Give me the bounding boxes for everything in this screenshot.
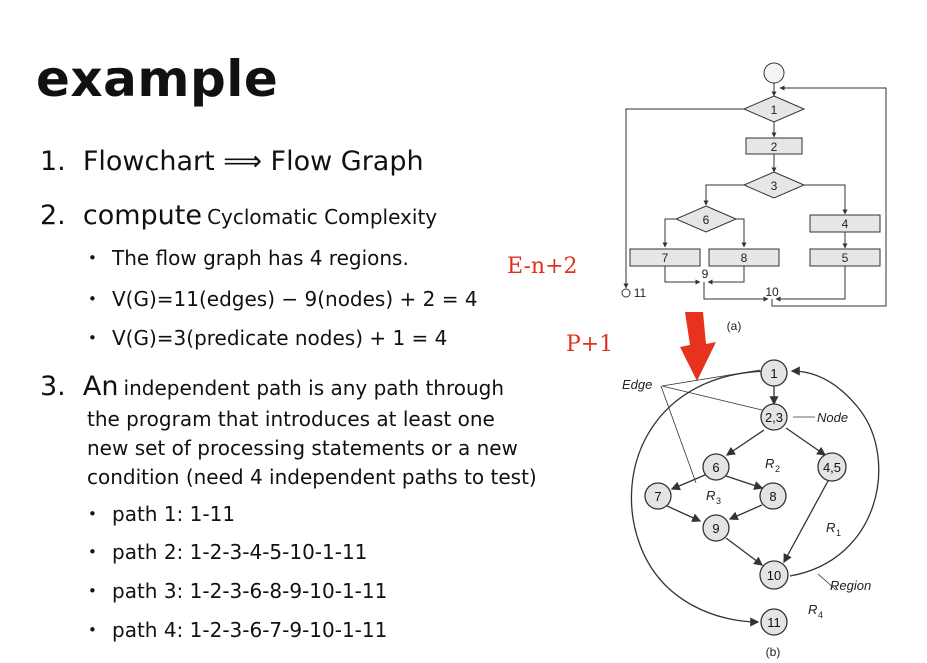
bullet-regions-text: The flow graph has 4 regions.: [112, 246, 409, 270]
bullet-edges-nodes-text: V(G)=11(edges) − 9(nodes) + 2 = 4: [112, 287, 478, 311]
fg-label-10: 10: [767, 568, 781, 583]
flowchart-decision-3: [742, 171, 806, 199]
fg-label-9: 9: [712, 521, 719, 536]
fg-label-1: 1: [770, 366, 777, 381]
annotation-predicate-formula: P+1: [566, 332, 614, 357]
flowgraph: [630, 366, 880, 627]
fg-region-r2-sub: 2: [775, 464, 780, 474]
fc-label-7: 7: [662, 251, 669, 265]
fg-label-8: 8: [769, 489, 776, 504]
flowgraph-node-labels: 1 2,3 4,5 6 7 8 9 10 11: [654, 366, 841, 630]
fc-label-10: 10: [765, 285, 779, 299]
path-1: •path 1: 1-11: [88, 502, 236, 526]
fg-region-r4: R: [808, 602, 817, 617]
fg-node-10: [759, 560, 789, 590]
flowchart-end-node: [621, 288, 631, 298]
fg-region-r3: R: [706, 488, 715, 503]
fc-label-11: 11: [634, 286, 647, 300]
annotation-edges-formula: E-n+2: [507, 254, 578, 279]
step-3: 3. An independent path is any path throu…: [40, 371, 504, 402]
fc-label-9: 9: [702, 267, 709, 281]
fg-node-7: [644, 482, 672, 510]
flowchart-decision-6: [674, 205, 738, 233]
fg-label-7: 7: [654, 489, 661, 504]
step-1: 1. Flowchart ⟹ Flow Graph: [40, 146, 424, 177]
fg-node-4-5: [817, 452, 847, 482]
step-3-number: 3.: [40, 371, 66, 402]
step-2: 2. compute Cyclomatic Complexity: [40, 200, 437, 231]
bullet-predicate: •V(G)=3(predicate nodes) + 1 = 4: [88, 326, 448, 350]
fg-region-r2: R: [765, 456, 774, 471]
fg-loop-edge-10-1: [789, 366, 880, 577]
step-2-word: compute: [82, 200, 202, 231]
fg-outer-edge-1-11: [630, 370, 773, 627]
fg-region-r3-sub: 3: [716, 496, 721, 506]
flowchart: [621, 62, 887, 307]
fg-node-11: [760, 608, 788, 636]
fg-region-r1-sub: 1: [836, 528, 841, 538]
fg-node-8: [759, 482, 787, 510]
flowchart-labels: 1 2 3 6 4 7 8 5 9 10 11 (a): [634, 103, 849, 333]
fc-label-5: 5: [842, 251, 849, 265]
fg-node-9: [702, 514, 730, 542]
transform-arrow: [680, 312, 716, 381]
fc-label-8: 8: [741, 251, 748, 265]
slide-title: example: [36, 50, 279, 108]
step-1-text: Flowchart ⟹ Flow Graph: [82, 146, 424, 177]
flowgraph-annotations: Edge Node Region R 2 R 3 R 1 R 4: [622, 377, 871, 620]
flowchart-start-node: [763, 62, 785, 84]
fg-region-r1: R: [826, 520, 835, 535]
fc-label-2: 2: [771, 140, 778, 154]
bullet-edges-nodes: •V(G)=11(edges) − 9(nodes) + 2 = 4: [88, 287, 478, 311]
step-1-number: 1.: [40, 146, 66, 177]
fc-label-1: 1: [771, 103, 778, 117]
fg-node-6: [702, 453, 730, 481]
bullet-predicate-text: V(G)=3(predicate nodes) + 1 = 4: [112, 326, 448, 350]
bullet-regions: •The flow graph has 4 regions.: [88, 246, 409, 270]
step-2-number: 2.: [40, 200, 66, 231]
path-2: •path 2: 1-2-3-4-5-10-1-11: [88, 540, 368, 564]
step-3-paragraph: the program that introduces at least one…: [87, 405, 607, 492]
fc-label-6: 6: [703, 213, 710, 227]
flowgraph-caption: (b): [766, 645, 781, 659]
fg-node-label: Node: [817, 410, 848, 425]
path-4-text: path 4: 1-2-3-6-7-9-10-1-11: [112, 618, 388, 642]
flowgraph-nodes: [644, 359, 847, 636]
fg-label-4-5: 4,5: [823, 460, 841, 475]
fg-label-6: 6: [712, 460, 719, 475]
fg-node-1: [760, 359, 788, 387]
fg-node-2-3: [760, 403, 788, 431]
flowchart-caption: (a): [727, 319, 742, 333]
step-2-rest: Cyclomatic Complexity: [207, 205, 438, 229]
fc-label-3: 3: [771, 179, 778, 193]
step-3-line2: the program that introduces at least one: [87, 407, 495, 431]
fg-region-label: Region: [830, 578, 871, 593]
step-3-line3: new set of processing statements or a ne…: [87, 436, 518, 460]
fc-label-4: 4: [842, 217, 849, 231]
path-3-text: path 3: 1-2-3-6-8-9-10-1-11: [112, 579, 388, 603]
path-3: •path 3: 1-2-3-6-8-9-10-1-11: [88, 579, 388, 603]
fg-edge-label: Edge: [622, 377, 652, 392]
fg-label-11: 11: [767, 615, 781, 630]
step-3-line1: independent path is any path through: [123, 376, 505, 400]
fg-region-r4-sub: 4: [818, 610, 823, 620]
step-3-word: An: [82, 371, 119, 402]
fg-label-2-3: 2,3: [765, 410, 783, 425]
path-4: •path 4: 1-2-3-6-7-9-10-1-11: [88, 618, 388, 642]
step-3-line4: condition (need 4 independent paths to t…: [87, 465, 537, 489]
path-2-text: path 2: 1-2-3-4-5-10-1-11: [112, 540, 368, 564]
path-1-text: path 1: 1-11: [112, 502, 236, 526]
